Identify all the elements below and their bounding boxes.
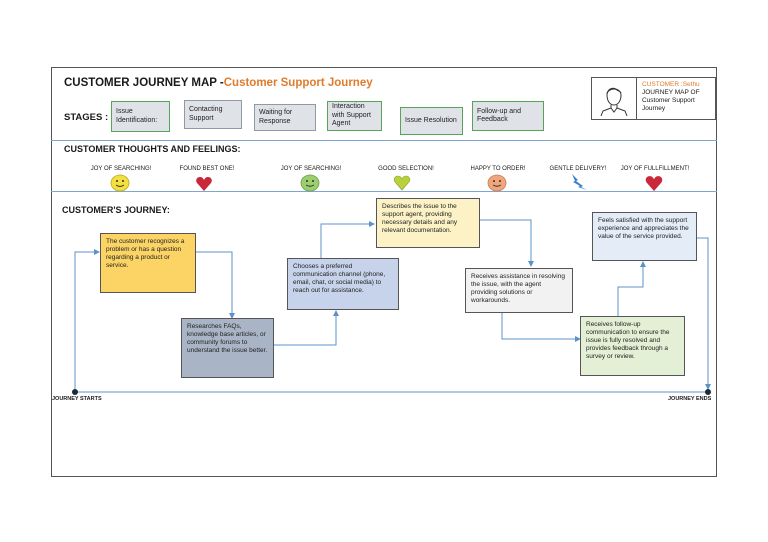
divider-feelings: [51, 191, 717, 192]
orange-smiley-icon: [487, 174, 507, 192]
feelings-title: CUSTOMER THOUGHTS AND FEELINGS:: [64, 144, 241, 154]
connector-step5-step6: [501, 311, 581, 342]
page-title: CUSTOMER JOURNEY MAP -Customer Support J…: [64, 77, 373, 89]
journey-start-dot: [72, 389, 78, 395]
journey-step-4: Describes the issue to the support agent…: [376, 198, 480, 248]
feeling-label-5: HAPPY TO ORDER!: [470, 166, 526, 172]
stage-issue-identification: Issue Identification:: [111, 101, 170, 132]
customer-name: CUSTOMER :Sethu: [642, 81, 700, 88]
title-accent: Customer Support Journey: [223, 77, 373, 89]
connector-step1-step2: [196, 251, 235, 319]
customer-profile: CUSTOMER :Sethu JOURNEY MAP OF Customer …: [591, 77, 716, 120]
journey-start-label: JOURNEY STARTS: [52, 396, 102, 402]
journey-map-frame: [51, 67, 717, 477]
feeling-label-6: GENTLE DELIVERY!: [549, 166, 607, 172]
title-main: CUSTOMER JOURNEY MAP -: [64, 77, 224, 89]
journey-step-6: Receives follow-up communication to ensu…: [580, 316, 685, 376]
feeling-label-3: JOY OF SEARCHING!: [280, 166, 342, 172]
journey-end-label: JOURNEY ENDS: [668, 396, 712, 402]
journey-step-1: The customer recognizes a problem or has…: [100, 233, 196, 293]
connector-step2-step3: [274, 310, 339, 346]
person-icon: [600, 87, 628, 117]
journey-step-2: Researches FAQs, knowledge base articles…: [181, 318, 274, 378]
journey-step-7: Feels satisfied with the support experie…: [592, 212, 697, 261]
feeling-label-2: FOUND BEST ONE!: [179, 166, 235, 172]
green-smiley-icon: [300, 174, 320, 192]
feeling-label-7: JOY OF FULLFILLMENT!: [620, 166, 690, 172]
profile-description: JOURNEY MAP OF Customer Support Journey: [642, 89, 700, 112]
connector-step3-step4: [320, 221, 375, 258]
journey-step-3: Chooses a preferred communication channe…: [287, 258, 399, 310]
journey-end-dot: [705, 389, 711, 395]
red-heart-icon: [196, 177, 212, 191]
connector-step4-step5: [480, 219, 534, 267]
journey-title: CUSTOMER'S JOURNEY:: [62, 205, 170, 215]
stages-label: STAGES :: [64, 112, 109, 123]
stage-waiting-for-response: Waiting for Response: [254, 104, 316, 131]
stage-follow-up-feedback: Follow-up and Feedback: [472, 101, 544, 131]
stage-issue-resolution: Issue Resolution: [400, 107, 463, 135]
green-heart-icon: [393, 175, 411, 191]
journey-step-5: Receives assistance in resolving the iss…: [465, 268, 573, 313]
yellow-smiley-icon: [110, 174, 130, 192]
avatar: [592, 78, 637, 119]
feeling-label-1: JOY OF SEARCHING!: [90, 166, 152, 172]
connector-step6-step7: [617, 261, 646, 316]
stage-contacting-support: Contacting Support: [184, 100, 242, 129]
lightning-icon: [572, 174, 587, 190]
connector-step7-end: [697, 237, 711, 390]
red-heart-icon: [645, 176, 663, 191]
feeling-label-4: GOOD SELECTION!: [378, 166, 434, 172]
stage-interaction-with-agent: Interaction with Support Agent: [327, 101, 382, 131]
connector-start-step1: [74, 249, 100, 392]
divider-stages: [51, 140, 717, 141]
